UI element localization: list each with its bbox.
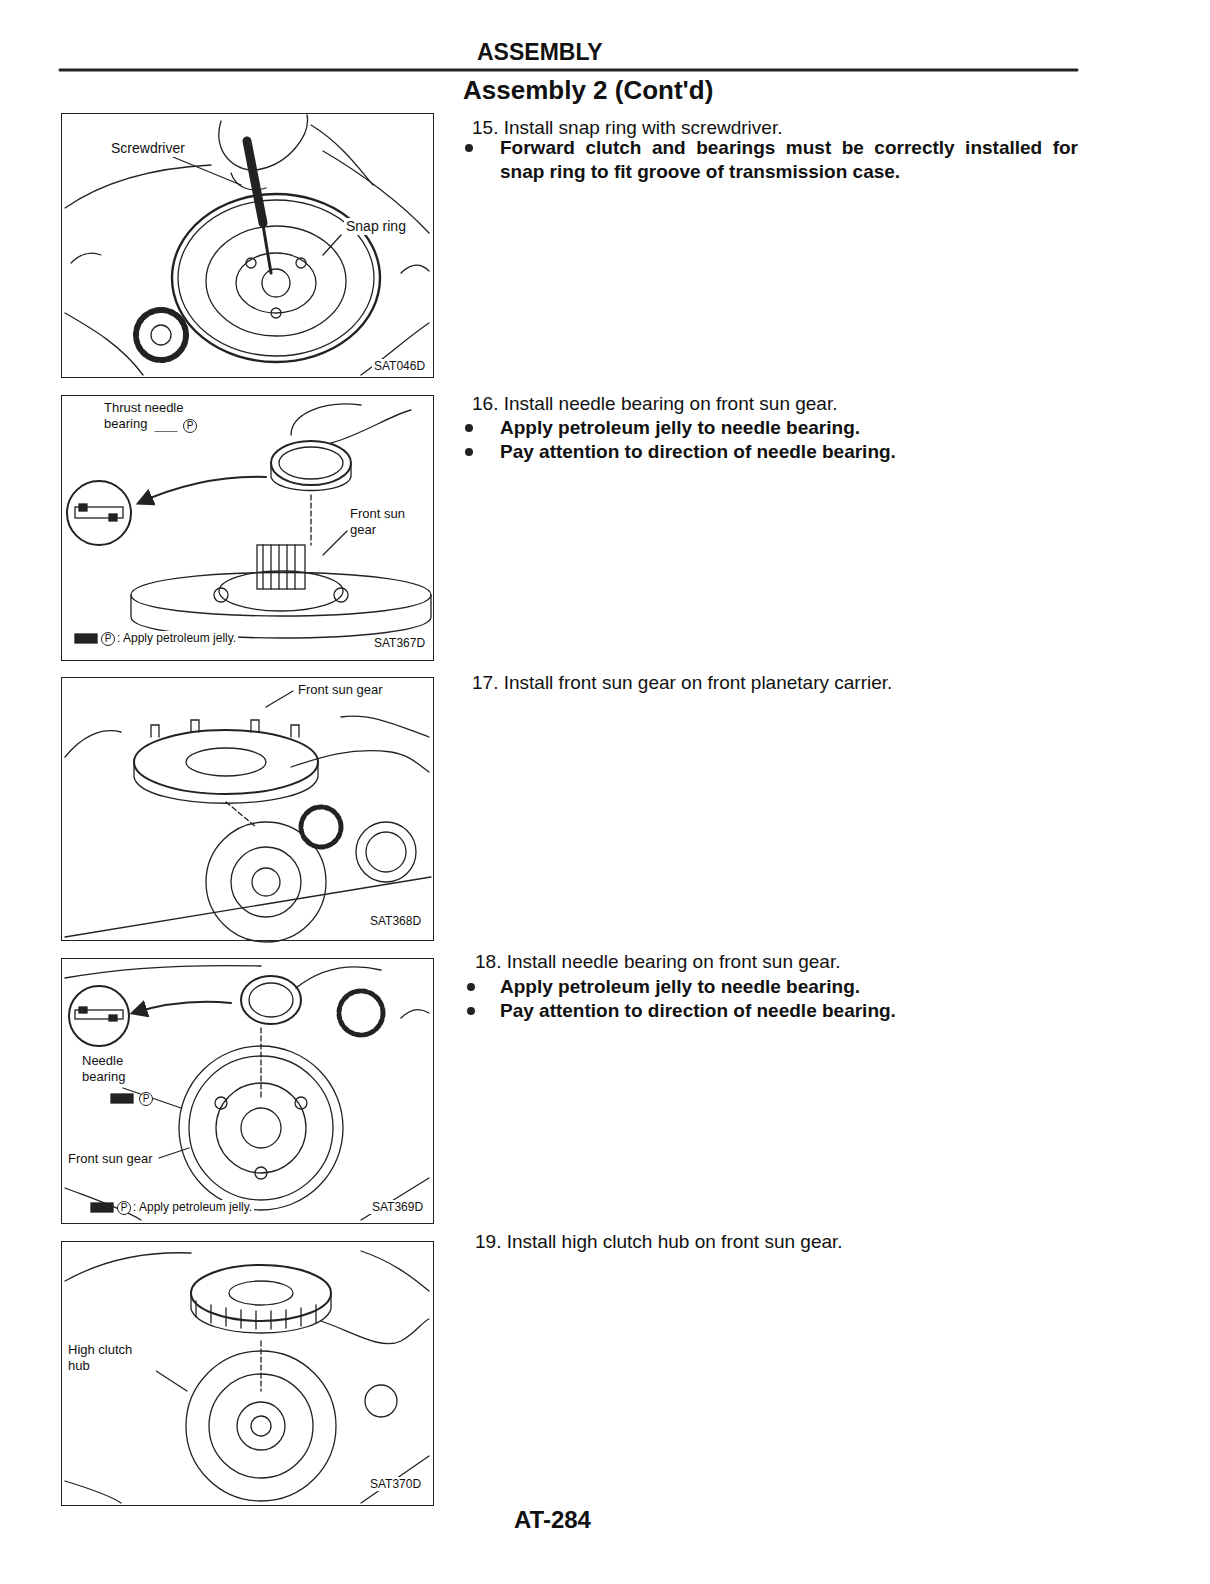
figure-label: SAT367D	[372, 636, 427, 650]
circled-symbol: P	[101, 632, 115, 646]
circled-symbol: P	[117, 1201, 131, 1215]
needle-bearing-figure	[65, 966, 429, 1221]
figure-label: Front sun gear	[296, 682, 385, 698]
high-clutch-hub-figure	[65, 1251, 429, 1503]
instruction-text: Pay attention to direction of needle bea…	[500, 440, 896, 464]
instruction-text: 17. Install front sun gear on front plan…	[472, 671, 892, 695]
page-number: AT-284	[514, 1505, 591, 1535]
instruction-text: Apply petroleum jelly to needle bearing.	[500, 975, 860, 999]
header-rule	[60, 69, 1077, 72]
figure-label: SAT370D	[368, 1477, 423, 1491]
figure-label: SAT046D	[372, 359, 427, 373]
bullets	[465, 144, 475, 1015]
figure-frame: High clutch hubSAT370D	[61, 1241, 434, 1506]
figure-label: : Apply petroleum jelly.	[115, 631, 238, 645]
figure-frame: Front sun gearSAT368D	[61, 677, 434, 941]
page-heading: ASSEMBLY	[477, 38, 603, 67]
thrust-bearing-figure	[67, 404, 431, 643]
figure-label: : Apply petroleum jelly.	[131, 1200, 254, 1214]
figure-label: SAT369D	[370, 1200, 425, 1214]
snap-ring-figure	[65, 115, 429, 375]
figure-frame: ScrewdriverSnap ringSAT046D	[61, 113, 434, 378]
front-sun-gear-figure	[65, 691, 431, 942]
circled-symbol: P	[139, 1092, 153, 1106]
figure-label: Snap ring	[344, 218, 408, 235]
instruction-text: Apply petroleum jelly to needle bearing.	[500, 416, 860, 440]
circled-symbol: P	[183, 419, 197, 433]
instruction-text: 16. Install needle bearing on front sun …	[472, 392, 837, 416]
figure-label: High clutch hub	[66, 1342, 156, 1373]
figure-label: Front sun gear	[348, 506, 420, 537]
instruction-text: Pay attention to direction of needle bea…	[500, 999, 896, 1023]
instruction-text: 18. Install needle bearing on front sun …	[475, 950, 840, 974]
figure-frame: Thrust needle bearingPFront sun gearP: A…	[61, 395, 434, 661]
figure-label: Needle bearing	[80, 1053, 144, 1084]
instruction-text: 19. Install high clutch hub on front sun…	[475, 1230, 843, 1254]
instruction-text: Forward clutch and bearings must be corr…	[500, 136, 1078, 184]
section-heading: Assembly 2 (Cont'd)	[463, 74, 713, 107]
figure-frame: Needle bearingPFront sun gearP: Apply pe…	[61, 958, 434, 1224]
instruction-text: 15. Install snap ring with screwdriver.	[472, 116, 782, 140]
figure-label: Front sun gear	[66, 1151, 155, 1167]
figure-label: Screwdriver	[109, 140, 187, 157]
figure-label: SAT368D	[368, 914, 423, 928]
